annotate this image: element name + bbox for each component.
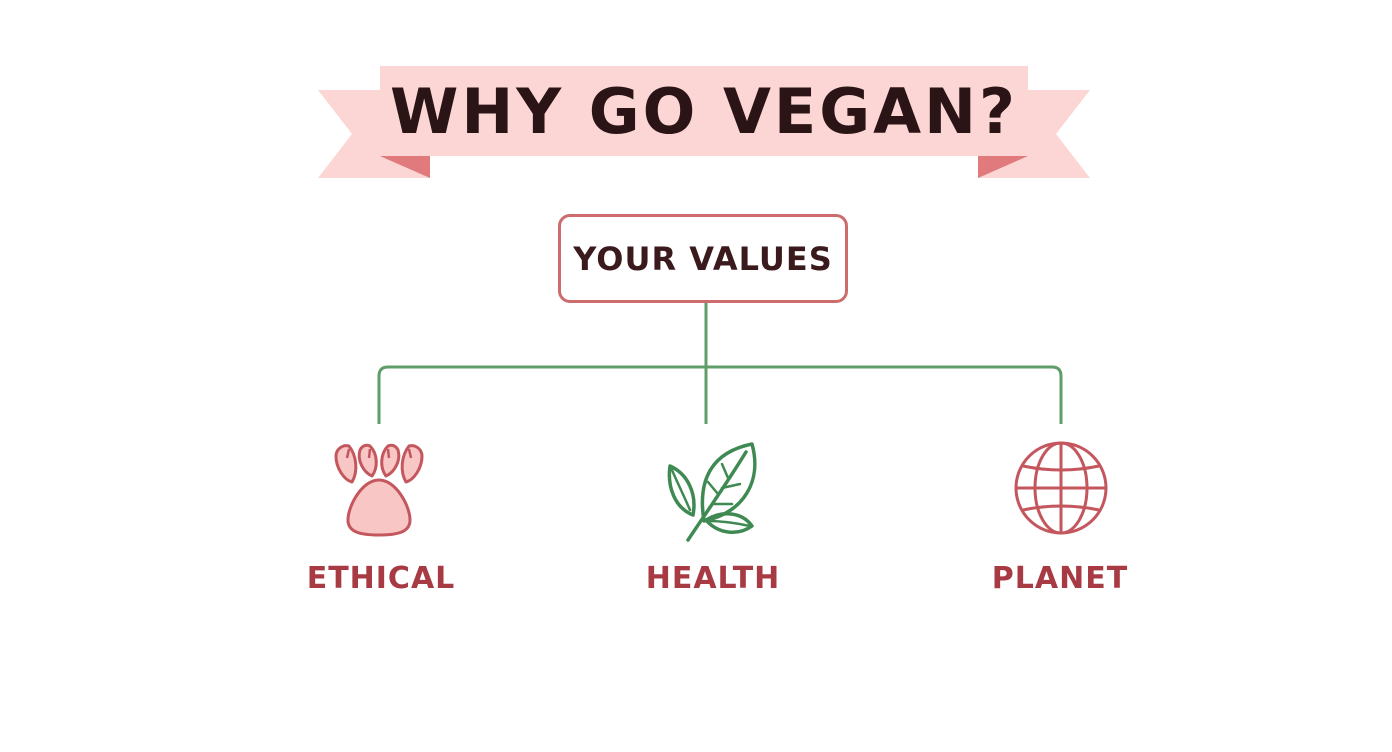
- paw-toe-3: [380, 443, 401, 478]
- leaf-bottom-vein: [706, 519, 752, 528]
- paw-icon: [334, 443, 424, 537]
- ribbon-right-fold: [978, 156, 1028, 178]
- leaf-left-vein: [670, 468, 692, 512]
- connector-planet: [706, 365, 1063, 424]
- paw-toe-4: [400, 444, 424, 484]
- branch-label-health: HEALTH: [645, 560, 781, 596]
- branch-label-planet: PLANET: [991, 560, 1129, 596]
- root-node-your-values: YOUR VALUES: [558, 214, 848, 303]
- leaf-icon: [667, 442, 757, 542]
- leaf-bottom: [704, 512, 754, 534]
- ribbon-body: [380, 66, 1028, 156]
- globe-latitude-north: [1022, 464, 1100, 472]
- leaf-main: [700, 442, 757, 523]
- title-ribbon: [318, 66, 1090, 178]
- paw-toe-1: [334, 444, 358, 484]
- connector-lines: [377, 303, 1063, 424]
- ribbon-left-fold: [380, 156, 430, 178]
- leaf-left: [667, 464, 696, 517]
- diagram-title: WHY GO VEGAN?: [390, 74, 1018, 148]
- paw-pad: [346, 478, 412, 537]
- globe-latitude-south: [1022, 504, 1100, 512]
- connector-ethical: [377, 365, 706, 424]
- leaf-main-veins: [706, 462, 742, 506]
- paw-toe-2: [357, 443, 378, 478]
- branch-label-ethical: ETHICAL: [306, 560, 456, 596]
- paw-claws: [345, 448, 413, 459]
- leaf-main-vein: [686, 450, 748, 542]
- globe-icon: [1014, 441, 1108, 535]
